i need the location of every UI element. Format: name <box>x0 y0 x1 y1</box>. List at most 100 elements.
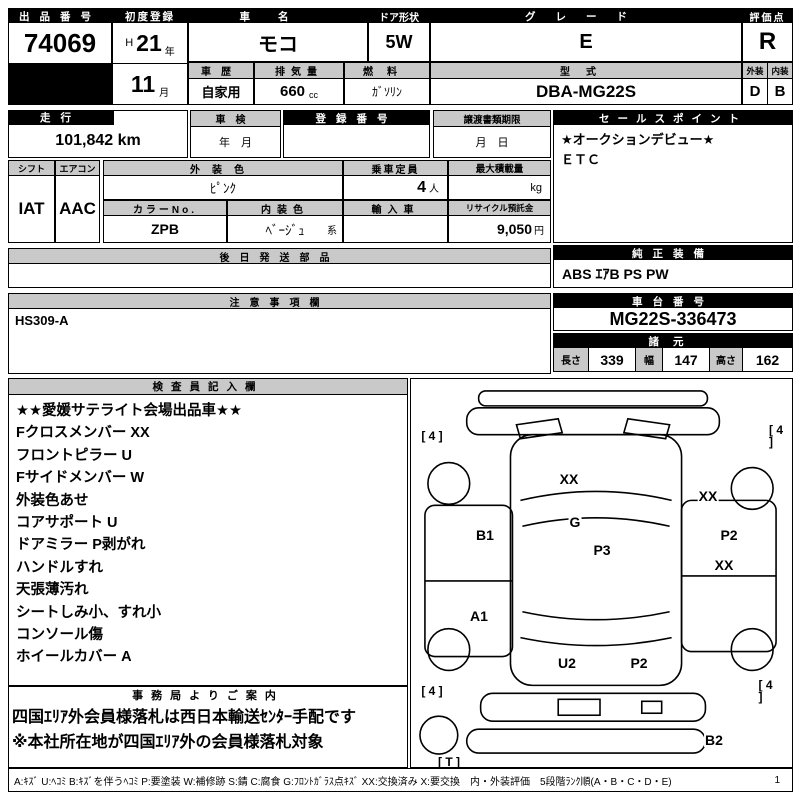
footer-legend-cell: A:ｷｽﾞ U:ﾍｺﾐ B:ｷｽﾞを伴うﾍｺﾐ P:要塗装 W:補修跡 S:錆 … <box>8 768 793 792</box>
diagram-label: [ 4 ] <box>421 429 443 443</box>
diagram-label: XX <box>697 488 719 504</box>
history-value: 自家用 <box>201 85 241 100</box>
ext-int-score-cell: 外装 内装 D B <box>742 62 793 105</box>
displacement-number: 660 <box>279 83 306 100</box>
transfer-deadline-value: 月 日 <box>475 137 509 149</box>
recycle-unit: 円 <box>534 226 544 237</box>
history-label: 車歴 <box>189 63 253 79</box>
interior-color-name: ﾍﾞｰｼﾞｭ <box>265 222 305 238</box>
exterior-color-cell: 外装色 ﾋﾟﾝｸ <box>103 160 343 200</box>
import-value <box>344 216 447 242</box>
reg-year: 21 <box>136 29 162 56</box>
diagram-label: XX <box>713 557 735 573</box>
ext-int-labels: 外装 内装 <box>743 63 792 79</box>
model-code-label: 型式 <box>431 63 741 79</box>
office-notice-line: ※本社所在地が四国ｴﾘｱ外の会員様落札対象 <box>12 734 324 751</box>
mileage-value: 101,842 km <box>55 131 141 149</box>
chassis-no-value: MG22S-336473 <box>609 308 737 329</box>
dimensions-label: 諸元 <box>554 334 792 348</box>
grade-value: E <box>579 30 593 53</box>
transfer-deadline-cell: 譲渡書類期限 月 日 <box>433 110 551 158</box>
aircon-value: AAC <box>59 199 96 218</box>
score-label: 評価点 <box>743 9 792 24</box>
inspector-line: Fサイドメンバー W <box>16 470 145 487</box>
color-no-label: カラーNo. <box>104 201 226 216</box>
shaken-label: 車検 <box>191 111 280 127</box>
registration-no-label: 登録番号 <box>284 111 429 125</box>
recycle-deposit-label: リサイクル預託金 <box>449 201 550 216</box>
office-notice-cell: 事務局よりご案内 四国ｴﾘｱ外会員様落札は西日本輸送ｾﾝﾀｰ手配です※本社所在地… <box>8 686 408 768</box>
interior-color-suffix: 系 <box>327 226 337 237</box>
era-letter: H <box>125 37 134 49</box>
score-cell: 評価点 R <box>742 8 793 62</box>
width-label: 幅 <box>636 348 663 371</box>
fuel-value: ｶﾞｿﾘﾝ <box>371 85 402 99</box>
office-notice-label: 事務局よりご案内 <box>132 690 284 702</box>
first-registration-cell: 初度登録 H 21 年 11 月 <box>112 8 188 105</box>
displacement-label: 排気量 <box>255 63 343 79</box>
interior-score: B <box>774 83 786 100</box>
shift-value: IAT <box>18 199 45 218</box>
shaken-value: 年 月 <box>219 137 252 149</box>
page-number: 1 <box>774 774 780 786</box>
later-parts-value <box>9 264 550 287</box>
notes-value: HS309-A <box>15 313 69 328</box>
recycle-amount: 9,050 <box>496 221 532 237</box>
recycle-deposit-cell: リサイクル預託金 9,050 円 <box>448 200 551 243</box>
model-code-cell: 型式 DBA-MG22S <box>430 62 742 105</box>
interior-color-label: 内装色 <box>228 201 342 216</box>
inspector-line: フロントピラー U <box>16 447 132 464</box>
diagram-label: U2 <box>557 655 577 671</box>
month-unit: 月 <box>159 88 170 99</box>
sales-point-label: セールスポイント <box>554 111 792 125</box>
inspector-line: コンソール傷 <box>16 627 103 644</box>
max-load-cell: 最大積載量 kg <box>448 160 551 200</box>
aircon-label: エアコン <box>56 161 99 176</box>
exhibit-no-cell: 出品番号 74069 <box>8 8 112 105</box>
inspector-line: ★★愛媛サテライト会場出品車★★ <box>16 403 242 419</box>
later-parts-label: 後日発送部品 <box>9 249 550 264</box>
car-name-cell: 車名 モコ <box>188 8 368 62</box>
registration-no-cell: 登録番号 <box>283 110 430 158</box>
exhibit-no-value: 74069 <box>23 27 97 58</box>
inspector-line: シートしみ小、すれ小 <box>16 604 161 621</box>
inspector-line: ホイールカバー A <box>16 649 132 666</box>
year-unit: 年 <box>164 47 175 58</box>
ext-int-values: D B <box>743 79 792 104</box>
capacity-number: 4 <box>417 178 426 196</box>
notes-label: 注意事項欄 <box>9 294 550 309</box>
capacity-cell: 乗車定員 4 人 <box>343 160 448 200</box>
interior-label: 内装 <box>768 63 792 78</box>
diagram-label: [ T ] <box>438 755 460 768</box>
mileage-cell: 走行 101,842 km <box>8 110 188 158</box>
equipment-cell: 純正装備 ABS ｴｱB PS PW <box>553 245 793 288</box>
dimensions-row: 長さ 339 幅 147 高さ 162 <box>554 348 792 371</box>
color-no-cell: カラーNo. ZPB <box>103 200 227 243</box>
car-name-value: モコ <box>258 33 298 56</box>
diagram-label: A1 <box>469 608 489 624</box>
capacity-unit: 人 <box>429 184 439 195</box>
transfer-deadline-label: 譲渡書類期限 <box>434 111 550 127</box>
notes-cell: 注意事項欄 HS309-A <box>8 293 551 374</box>
max-load-value: kg <box>530 181 542 194</box>
length-value: 339 <box>589 348 636 371</box>
later-parts-cell: 後日発送部品 <box>8 248 551 288</box>
registration-no-value <box>284 125 429 157</box>
legend-text: A:ｷｽﾞ U:ﾍｺﾐ B:ｷｽﾞを伴うﾍｺﾐ P:要塗装 W:補修跡 S:錆 … <box>14 776 672 788</box>
door-shape-cell: ドア形状 5W <box>368 8 430 62</box>
chassis-no-cell: 車台番号 MG22S-336473 <box>553 293 793 331</box>
length-label: 長さ <box>554 348 589 371</box>
interior-color-cell: 内装色 ﾍﾞｰｼﾞｭ 系 <box>227 200 343 243</box>
reg-month: 11 <box>130 70 156 97</box>
exterior-score: D <box>743 79 768 104</box>
displacement-cell: 排気量 660 cc <box>254 62 344 105</box>
fuel-label: 燃料 <box>345 63 429 79</box>
exhibit-no-label: 出品番号 <box>9 9 111 23</box>
diagram-label: [ 4 ] <box>758 678 773 704</box>
diagram-label: B1 <box>475 527 495 543</box>
score-value: R <box>758 28 777 55</box>
shift-cell: シフト IAT <box>8 160 55 243</box>
